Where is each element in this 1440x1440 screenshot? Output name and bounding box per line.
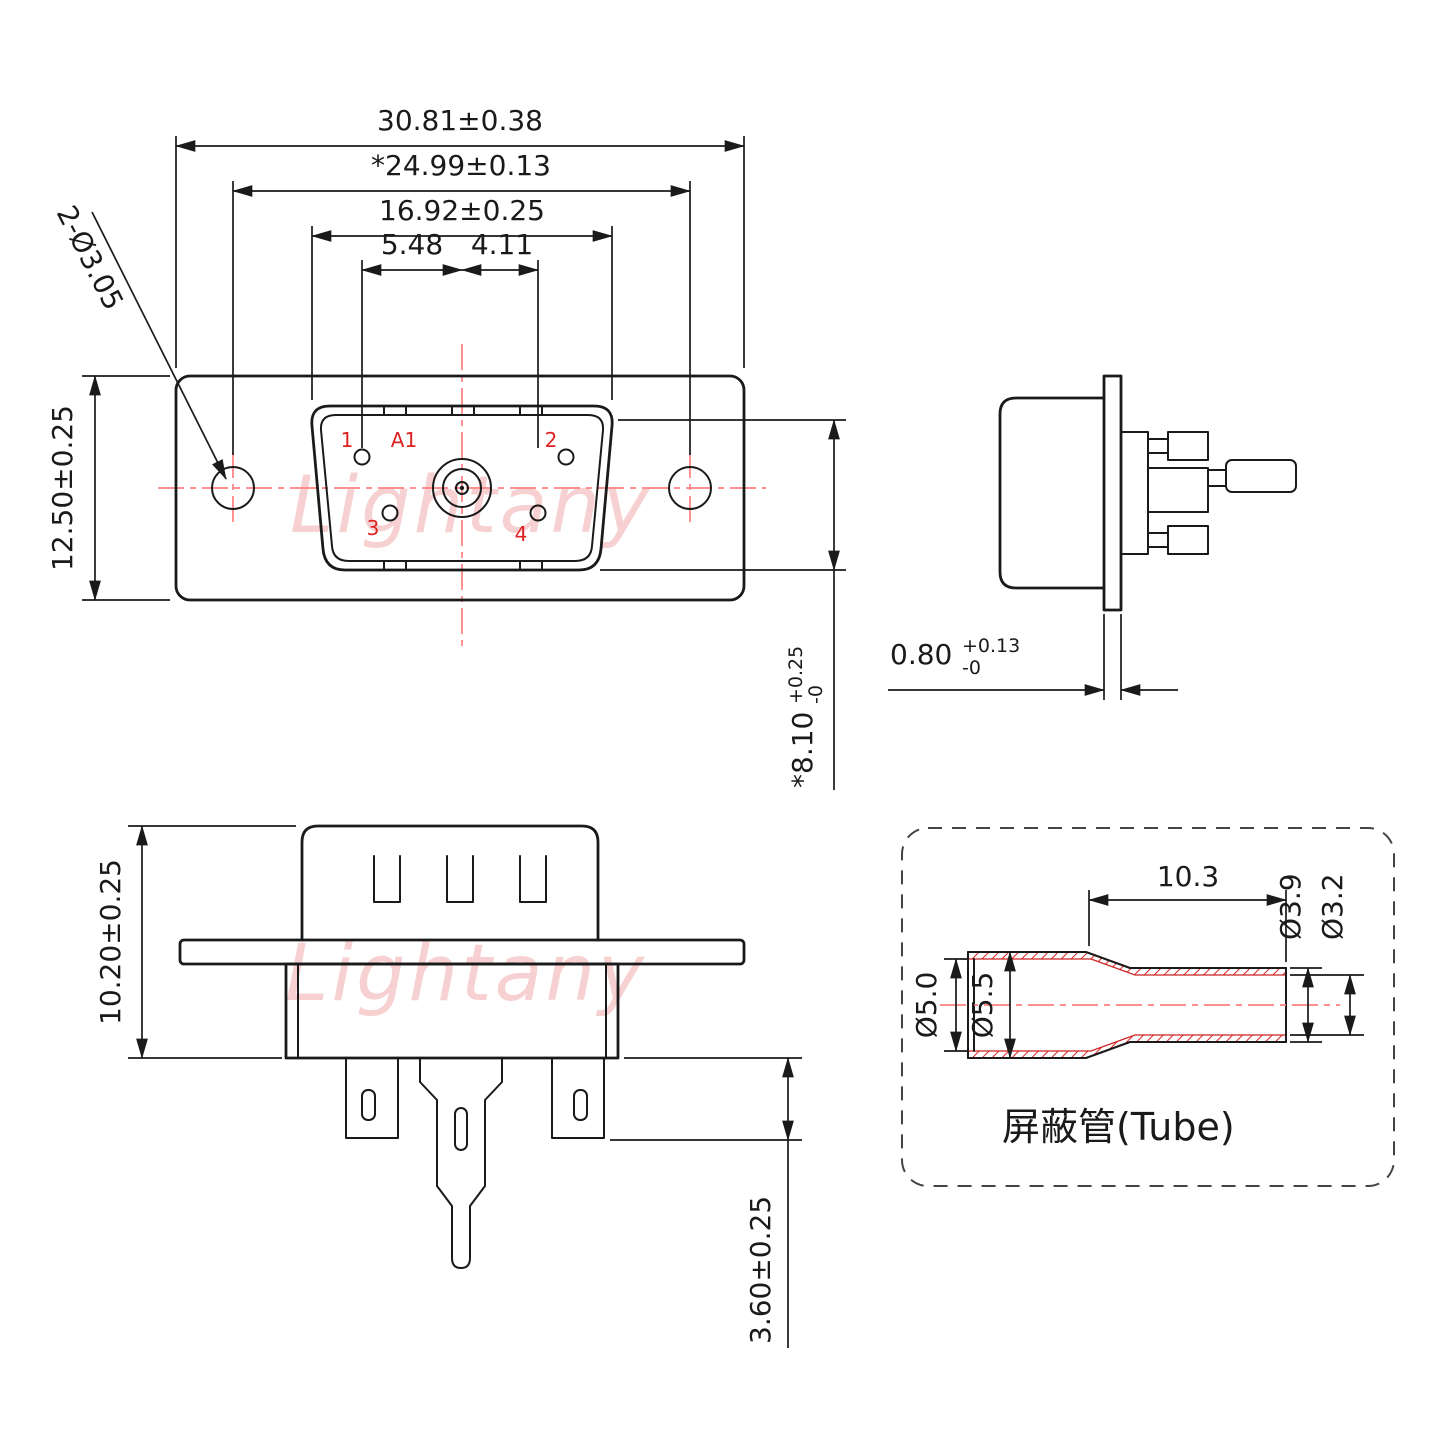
dim-od-large-end-text: Ø5.5: [966, 972, 999, 1039]
dim-overall-width-text: 30.81±0.38: [377, 104, 543, 137]
pin-2-label: 2: [545, 428, 558, 452]
shell-tab: [451, 405, 475, 416]
dim-mount-hole-spacing-text: *24.99±0.13: [371, 149, 551, 182]
rear-terminal-left-hole: [361, 1089, 376, 1121]
rear-terminal-right-hole: [573, 1089, 588, 1121]
tube-label: 屏蔽管(Tube): [1002, 1105, 1235, 1149]
dim-flange-thickness: 0.80 +0.13 -0: [888, 614, 1178, 700]
watermarks: Lightany Lightany: [285, 461, 652, 1019]
coax-contact-a1: [432, 458, 492, 518]
dim-pin-pitches: 5.48 4.11: [361, 228, 539, 448]
side-terminal-center-neck: [1207, 469, 1227, 487]
side-terminal-top-b: [1167, 431, 1209, 461]
side-cap-body: [998, 396, 1106, 590]
side-terminal-top-a: [1147, 438, 1169, 454]
dim-mount-hole-spacing: *24.99±0.13: [232, 149, 691, 455]
dim-od-large-end: Ø5.5: [966, 951, 1016, 1059]
dim-flange-height: 10.20±0.25 12.50±0.25: [46, 375, 170, 601]
side-terminals: [1147, 431, 1297, 555]
flange-outline: [174, 374, 746, 602]
dim-od-small-end-text: Ø3.9: [1274, 873, 1307, 940]
dim-flange-thickness-value: 0.80: [890, 638, 952, 671]
dim-tube-length-text: 10.3: [1157, 860, 1219, 893]
dim-shell-height-value: *8.10: [786, 712, 819, 788]
dim-flange-height-label: 12.50±0.25: [46, 405, 79, 571]
shell-tab: [519, 405, 543, 416]
side-terminal-bottom-a: [1147, 532, 1169, 548]
side-terminal-bottom-b: [1167, 525, 1209, 555]
dim-pin-pitch-right-text: 4.11: [471, 228, 533, 261]
tube-wall-top: [967, 951, 1287, 976]
dim-id-large-end: Ø5.0: [910, 958, 968, 1052]
side-view: 0.80 +0.13 -0: [888, 374, 1297, 700]
pin-4: [529, 504, 547, 522]
dim-shell-width: 16.92±0.25: [311, 194, 613, 400]
shell-tab: [383, 405, 407, 416]
dim-flange-thickness-tol-plus: +0.13: [962, 635, 1020, 657]
mounting-hole-left: [211, 466, 255, 510]
rear-terminal-right: [551, 1057, 605, 1139]
side-flange: [1102, 374, 1123, 612]
dim-id-small-end: Ø3.2: [1290, 873, 1364, 1036]
rear-terminals: [345, 1057, 605, 1269]
dim-terminal-length: 3.60±0.25: [610, 1057, 802, 1348]
dim-shell-width-text: 16.92±0.25: [379, 194, 545, 227]
front-view: 1 A1 2 3 4 30.81±0.38 *24.99±0.13 16.92±…: [46, 104, 846, 790]
pin-4-label: 4: [515, 522, 528, 546]
dim-id-small-end-text: Ø3.2: [1316, 873, 1349, 940]
shell-tab: [383, 560, 407, 571]
rear-terminal-center: [419, 1057, 503, 1269]
pin-1-label: 1: [341, 428, 354, 452]
dim-mount-holes-text: 2-Ø3.05: [50, 200, 130, 315]
side-terminal-center-bracket: [1147, 467, 1209, 513]
rear-terminal-center-hole: [454, 1107, 468, 1151]
pin-2: [557, 448, 575, 466]
rear-body: [284, 962, 620, 1060]
dim-shell-height-tol-plus: +0.25: [785, 646, 807, 704]
dim-body-height: 10.20±0.25: [94, 825, 296, 1059]
dim-id-large-end-text: Ø5.0: [910, 972, 943, 1039]
rear-view: 10.20±0.25 3.60±0.25: [94, 824, 802, 1348]
tube-detail: 10.3 Ø3.9 Ø3.2 Ø5.0 Ø5.5 屏蔽管(Tub: [901, 827, 1395, 1187]
dim-od-small-end: Ø3.9: [1274, 873, 1322, 1043]
pin-3: [381, 504, 399, 522]
pin-1: [353, 448, 371, 466]
pin-labels: 1 A1 2 3 4: [341, 428, 558, 546]
tube-wall-bottom: [967, 1034, 1287, 1059]
dim-shell-height: *8.10 +0.25 -0: [600, 419, 846, 790]
pin-3-label: 3: [367, 516, 380, 540]
dim-shell-height-tol-minus: -0: [805, 685, 827, 704]
shell-tab: [519, 560, 543, 571]
watermark-text-bottom: Lightany: [285, 929, 647, 1019]
dim-pin-pitch-left-text: 5.48: [381, 228, 443, 261]
watermark-text-top: Lightany: [290, 461, 652, 551]
mounting-hole-right: [668, 466, 712, 510]
dim-tube-length: 10.3: [1088, 860, 1287, 962]
front-centerlines: [158, 344, 766, 648]
dim-body-height-text: 10.20±0.25: [94, 859, 127, 1025]
rear-shell: [300, 824, 600, 942]
dim-terminal-length-text: 3.60±0.25: [744, 1196, 777, 1344]
rear-terminal-left: [345, 1057, 399, 1139]
dim-flange-thickness-tol-minus: -0: [962, 657, 981, 679]
tube-detail-border: [901, 827, 1395, 1187]
pin-a1-label: A1: [391, 428, 417, 452]
dim-overall-width: 30.81±0.38: [175, 104, 745, 368]
signal-pins: [353, 448, 575, 522]
side-terminal-center-barrel: [1225, 459, 1297, 493]
side-insert: [1120, 431, 1149, 555]
d-shell: [310, 404, 614, 572]
rear-slots: [373, 855, 547, 903]
